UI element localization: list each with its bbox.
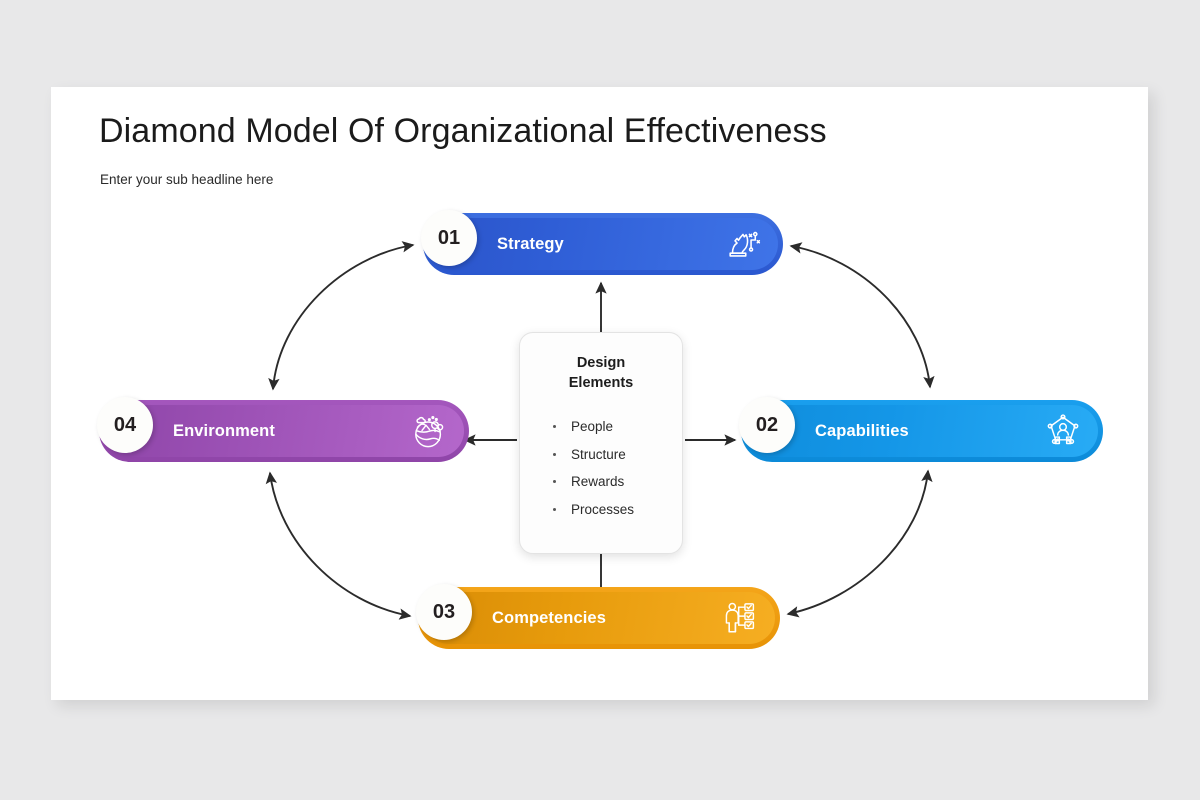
node-strategy-body — [428, 218, 778, 270]
node-strategy-label: Strategy — [497, 234, 564, 253]
chess-knight-strategy-icon — [729, 231, 761, 257]
design-elements-card: Design Elements People Structure Rewards… — [519, 332, 683, 554]
design-elements-title-line2: Elements — [568, 375, 634, 391]
page-title: Diamond Model Of Organizational Effectiv… — [99, 112, 827, 150]
list-item: Structure — [553, 441, 682, 469]
globe-nature-icon — [415, 416, 444, 448]
connector-environment-strategy — [268, 241, 415, 391]
node-environment-label: Environment — [173, 421, 275, 440]
network-people-icon — [1047, 414, 1079, 445]
design-elements-title: Design Elements — [520, 353, 682, 393]
page-subtitle: Enter your sub headline here — [100, 172, 274, 187]
list-item: Rewards — [553, 468, 682, 496]
node-competencies[interactable]: 03 Competencies — [416, 584, 780, 649]
slide-card: Diamond Model Of Organizational Effectiv… — [51, 87, 1148, 700]
node-capabilities-body — [746, 405, 1098, 457]
node-capabilities[interactable]: 02 Capabilities — [739, 397, 1103, 462]
node-environment[interactable]: 04 Environment — [97, 397, 469, 462]
node-competencies-number: 03 — [416, 584, 472, 640]
node-environment-body — [104, 405, 464, 457]
diagram-canvas: 01 Strategy 02 Capabilities — [51, 87, 1148, 700]
connector-competencies-environment — [265, 471, 412, 620]
node-strategy[interactable]: 01 Strategy — [421, 210, 783, 275]
list-item: People — [553, 413, 682, 441]
list-item: Processes — [553, 496, 682, 524]
node-capabilities-number: 02 — [739, 397, 795, 453]
node-environment-number: 04 — [97, 397, 153, 453]
node-strategy-number: 01 — [421, 210, 477, 266]
connector-capabilities-competencies — [786, 469, 933, 618]
node-capabilities-label: Capabilities — [815, 421, 909, 440]
connector-strategy-capabilities — [789, 242, 935, 389]
node-competencies-label: Competencies — [492, 608, 606, 627]
design-elements-title-line1: Design — [576, 355, 626, 371]
design-elements-list: People Structure Rewards Processes — [520, 413, 682, 523]
person-checklist-icon — [725, 602, 755, 633]
node-competencies-body — [423, 592, 775, 644]
